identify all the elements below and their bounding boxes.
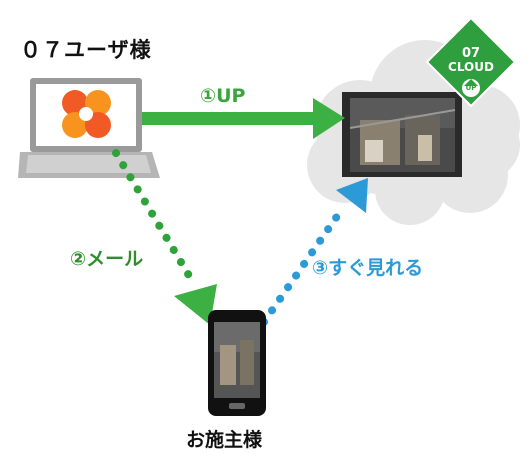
clover-logo-icon (62, 90, 111, 138)
badge-up-text: UP (465, 84, 477, 92)
smartphone-icon (208, 310, 266, 416)
badge-cloud-text: CLOUD (448, 60, 494, 74)
sender-label: ０７ユーザ様 (20, 38, 152, 62)
badge-logo-text: 07 (461, 46, 481, 61)
upload-step-label: ①UP (200, 85, 246, 107)
recipient-label: お施主様 (186, 429, 263, 451)
view-step-label: ③すぐ見れる (312, 257, 424, 279)
cloud-badge (425, 16, 517, 108)
cloud-rendering-image (342, 92, 462, 177)
upload-arrow (142, 98, 345, 139)
view-arrow (260, 178, 368, 326)
badge-text: 07 CLOUD UP (436, 46, 506, 93)
mail-step-label: ②メール (70, 248, 144, 270)
mail-arrow (112, 149, 217, 325)
